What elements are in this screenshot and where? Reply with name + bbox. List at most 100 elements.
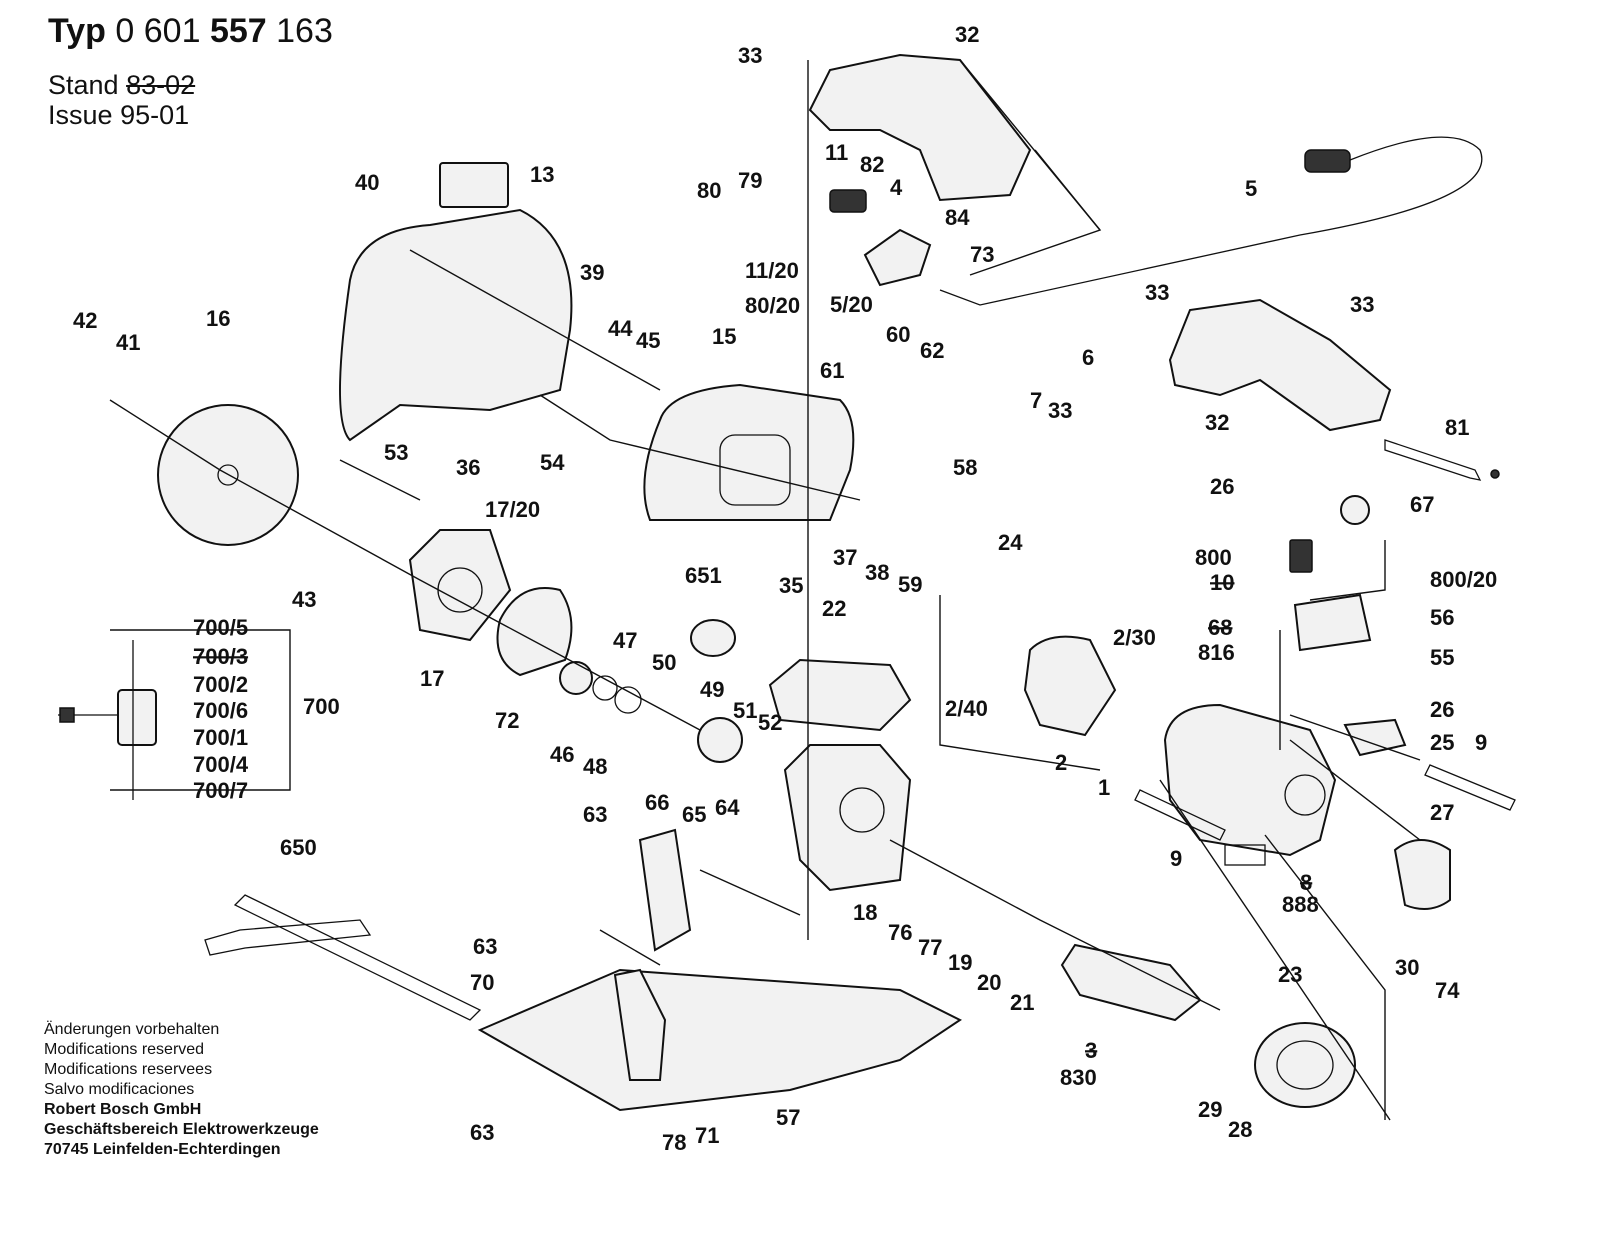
stand-value: 83-02 xyxy=(126,70,196,100)
part-label-74: 74 xyxy=(1435,978,1460,1003)
footer-line-de: Änderungen vorbehalten xyxy=(44,1021,220,1038)
part-label-66: 66 xyxy=(645,790,669,815)
part-label-18: 18 xyxy=(853,900,877,925)
part-label-41: 41 xyxy=(116,330,140,355)
part-label-33d: 33 xyxy=(1048,398,1072,423)
part-label-39: 39 xyxy=(580,260,604,285)
part-label-38: 38 xyxy=(865,560,889,585)
footer-address: 70745 Leinfelden-Echterdingen xyxy=(44,1141,281,1158)
type-number-c: 163 xyxy=(276,12,333,50)
part-label-49: 49 xyxy=(700,677,724,702)
footer-company: Robert Bosch GmbH xyxy=(44,1101,202,1118)
part-label-56: 56 xyxy=(1430,605,1454,630)
part-label-70: 70 xyxy=(470,970,494,995)
part-label-78: 78 xyxy=(662,1130,686,1155)
part-label-33a: 33 xyxy=(738,43,762,68)
part-label-76: 76 xyxy=(888,920,912,945)
type-number-a: 0 601 xyxy=(115,12,201,50)
part-label-32a: 32 xyxy=(955,22,979,47)
part-label-33c: 33 xyxy=(1350,292,1374,317)
part-label-46: 46 xyxy=(550,742,574,767)
part-label-54: 54 xyxy=(540,450,565,475)
part-label-8: 8 xyxy=(1300,870,1312,895)
part-label-40: 40 xyxy=(355,170,379,195)
part-label-36: 36 xyxy=(456,455,480,480)
part-label-13: 13 xyxy=(530,162,554,187)
part-label-17-20: 17/20 xyxy=(485,497,540,522)
part-label-830: 830 xyxy=(1060,1065,1097,1090)
issue-value: 95-01 xyxy=(120,100,190,130)
part-label-800-20: 800/20 xyxy=(1430,567,1497,592)
part-label-700-7: 700/7 xyxy=(193,778,248,803)
part-label-59: 59 xyxy=(898,572,922,597)
part-label-16: 16 xyxy=(206,306,230,331)
stand-label: Stand xyxy=(48,70,119,100)
part-label-888: 888 xyxy=(1282,892,1319,917)
part-label-700-2: 700/2 xyxy=(193,672,248,697)
part-label-19: 19 xyxy=(948,950,972,975)
part-label-29: 29 xyxy=(1198,1097,1222,1122)
part-label-72: 72 xyxy=(495,708,519,733)
part-label-5-20: 5/20 xyxy=(830,292,873,317)
part-label-26a: 26 xyxy=(1210,474,1234,499)
part-label-9a: 9 xyxy=(1475,730,1487,755)
part-label-700-4: 700/4 xyxy=(193,752,249,777)
part-label-9b: 9 xyxy=(1170,846,1182,871)
footer-line-en: Modifications reserved xyxy=(44,1041,205,1058)
part-label-48: 48 xyxy=(583,754,607,779)
part-label-25: 25 xyxy=(1430,730,1454,755)
part-label-20: 20 xyxy=(977,970,1001,995)
part-label-1: 1 xyxy=(1098,775,1110,800)
part-label-35: 35 xyxy=(779,573,803,598)
part-label-11-20: 11/20 xyxy=(745,258,799,283)
part-label-30: 30 xyxy=(1395,955,1419,980)
part-label-82: 82 xyxy=(860,152,884,177)
part-label-57: 57 xyxy=(776,1105,800,1130)
part-label-27: 27 xyxy=(1430,800,1454,825)
part-label-73: 73 xyxy=(970,242,994,267)
part-label-51: 51 xyxy=(733,698,757,723)
part-label-79: 79 xyxy=(738,168,762,193)
type-number-b: 557 xyxy=(209,12,267,50)
part-label-816: 816 xyxy=(1198,640,1235,665)
part-label-62: 62 xyxy=(920,338,944,363)
part-label-81: 81 xyxy=(1445,415,1469,440)
part-label-17: 17 xyxy=(420,666,444,691)
part-label-26b: 26 xyxy=(1430,697,1454,722)
part-label-63a: 63 xyxy=(583,802,607,827)
footer-division: Geschäftsbereich Elektrowerkzeuge xyxy=(44,1121,319,1138)
part-shapes xyxy=(157,53,1516,1112)
part-label-700-1: 700/1 xyxy=(193,725,248,750)
detail-700 xyxy=(58,640,157,800)
part-label-22: 22 xyxy=(822,596,846,621)
part-label-700-5: 700/5 xyxy=(193,615,248,640)
part-label-68: 68 xyxy=(1208,615,1232,640)
part-label-55: 55 xyxy=(1430,645,1454,670)
part-label-47: 47 xyxy=(613,628,637,653)
type-label: Typ xyxy=(48,12,106,50)
part-label-71: 71 xyxy=(695,1123,719,1148)
part-label-63b: 63 xyxy=(473,934,497,959)
part-label-23: 23 xyxy=(1278,962,1302,987)
part-label-77: 77 xyxy=(918,935,942,960)
stand-row: Stand 83-02 xyxy=(48,70,195,101)
part-label-65: 65 xyxy=(682,802,706,827)
part-label-61: 61 xyxy=(820,358,844,383)
part-label-7: 7 xyxy=(1030,388,1042,413)
part-label-800: 800 xyxy=(1195,545,1232,570)
footer-line-es: Salvo modificaciones xyxy=(44,1081,195,1098)
part-label-650: 650 xyxy=(280,835,317,860)
footer: Änderungen vorbehalten Modifications res… xyxy=(44,1020,319,1160)
part-label-21: 21 xyxy=(1010,990,1034,1015)
part-label-43: 43 xyxy=(292,587,316,612)
issue-label: Issue xyxy=(48,100,113,130)
footer-line-fr: Modifications reservees xyxy=(44,1061,213,1078)
part-label-58: 58 xyxy=(953,455,977,480)
part-label-80-20: 80/20 xyxy=(745,293,800,318)
type-number: Typ 0 601 557 163 xyxy=(48,12,333,51)
part-label-37: 37 xyxy=(833,545,857,570)
part-label-80: 80 xyxy=(697,178,721,203)
leader-lines xyxy=(109,59,1421,1121)
